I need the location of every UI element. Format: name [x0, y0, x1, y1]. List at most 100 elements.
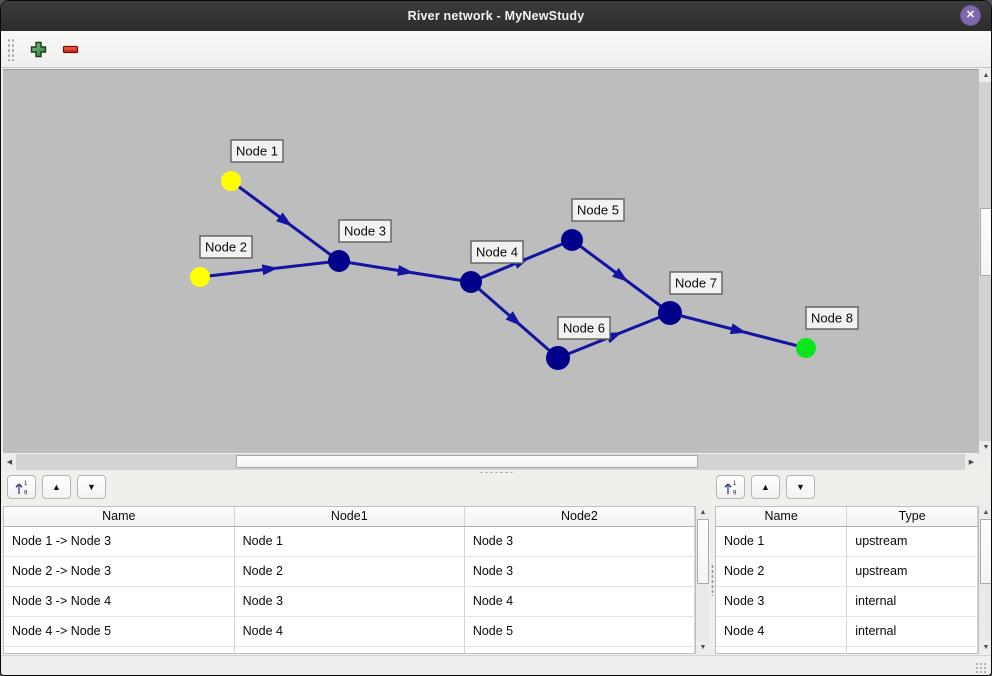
- splitter-dots: [479, 471, 513, 474]
- add-button[interactable]: [24, 35, 52, 63]
- table-cell[interactable]: Node 4: [716, 616, 848, 647]
- vertical-splitter[interactable]: [710, 506, 715, 654]
- table-cell[interactable]: Node 2: [234, 556, 465, 587]
- node-4[interactable]: [460, 271, 482, 293]
- svg-text:1: 1: [24, 481, 28, 487]
- column-header[interactable]: Name: [4, 507, 235, 527]
- canvas-vscroll-thumb[interactable]: [980, 208, 991, 276]
- table-cell[interactable]: Node 5: [464, 616, 695, 647]
- move-down-icon: ▼: [87, 482, 96, 492]
- green-plus-icon: [30, 41, 46, 57]
- move-up-button[interactable]: ▲: [42, 475, 71, 499]
- node-6[interactable]: [546, 346, 570, 370]
- node-2[interactable]: [190, 267, 210, 287]
- column-header[interactable]: Node2: [464, 507, 695, 527]
- node-5-label: Node 5: [571, 198, 625, 222]
- table-cell[interactable]: upstream: [846, 556, 978, 587]
- nodes-toolbar: 1 9 ▲ ▼: [716, 475, 815, 499]
- links-toolbar: 1 9 ▲ ▼: [7, 475, 106, 499]
- column-header[interactable]: Node1: [234, 507, 465, 527]
- table-cell[interactable]: Node 2: [716, 556, 848, 587]
- table-cell[interactable]: upstream: [846, 526, 978, 557]
- close-button[interactable]: ✕: [960, 5, 981, 26]
- scroll-up-icon[interactable]: ▲: [979, 69, 991, 82]
- node-1[interactable]: [221, 171, 241, 191]
- node-5[interactable]: [561, 229, 583, 251]
- remove-button[interactable]: [56, 35, 84, 63]
- table-cell[interactable]: Node 1 -> Node 3: [4, 526, 235, 557]
- flow-arrow-icon: [505, 311, 522, 326]
- toolbar: [1, 31, 991, 68]
- node-2-label: Node 2: [199, 235, 253, 259]
- links-vscroll-thumb[interactable]: [697, 519, 709, 584]
- node-7[interactable]: [658, 301, 682, 325]
- table-cell[interactable]: Node 3 -> Node 4: [4, 586, 235, 617]
- toolbar-grip-handle[interactable]: [7, 37, 14, 61]
- table-cell[interactable]: Node 1: [234, 526, 465, 557]
- canvas-hscroll-thumb[interactable]: [236, 455, 698, 468]
- canvas-vscrollbar[interactable]: ▲ ▼: [978, 69, 991, 454]
- horizontal-splitter[interactable]: [1, 470, 991, 475]
- sort-1-9-icon: 1 9: [724, 481, 737, 495]
- status-bar: [1, 655, 991, 675]
- scroll-left-icon[interactable]: ◀: [3, 454, 16, 470]
- sort-button[interactable]: 1 9: [716, 475, 745, 499]
- svg-text:Node 1: Node 1: [236, 144, 278, 159]
- svg-text:9: 9: [24, 490, 28, 495]
- scroll-down-icon[interactable]: ▼: [979, 441, 991, 454]
- move-down-button[interactable]: ▼: [786, 475, 815, 499]
- scroll-up-icon[interactable]: ▲: [696, 506, 710, 519]
- table-cell[interactable]: Node 3: [716, 586, 848, 617]
- column-header[interactable]: Name: [716, 507, 848, 527]
- red-minus-icon: [62, 45, 78, 53]
- move-up-button[interactable]: ▲: [751, 475, 780, 499]
- scroll-down-icon[interactable]: ▼: [979, 641, 991, 654]
- titlebar[interactable]: River network - MyNewStudy ✕: [1, 1, 991, 31]
- table-row-empty[interactable]: [4, 646, 695, 653]
- table-cell[interactable]: Node 1: [716, 526, 848, 557]
- table-cell[interactable]: Node 4: [464, 586, 695, 617]
- scroll-down-icon[interactable]: ▼: [696, 641, 710, 654]
- column-header[interactable]: Type: [846, 507, 978, 527]
- table-cell[interactable]: Node 4 -> Node 5: [4, 616, 235, 647]
- table-cell[interactable]: [716, 646, 848, 653]
- sort-button[interactable]: 1 9: [7, 475, 36, 499]
- resize-grip[interactable]: [975, 662, 987, 673]
- links-table-vscrollbar[interactable]: ▲ ▼: [695, 506, 710, 654]
- table-cell[interactable]: [234, 646, 465, 653]
- table-row-empty[interactable]: [716, 646, 978, 653]
- table-cell[interactable]: Node 3: [234, 586, 465, 617]
- move-down-button[interactable]: ▼: [77, 475, 106, 499]
- scroll-up-icon[interactable]: ▲: [979, 506, 991, 519]
- node-8[interactable]: [796, 338, 816, 358]
- table-cell[interactable]: Node 3: [464, 526, 695, 557]
- nodes-vscroll-thumb[interactable]: [980, 519, 991, 584]
- window-title: River network - MyNewStudy: [407, 9, 585, 23]
- canvas-hscrollbar[interactable]: ◀ ▶: [3, 454, 978, 470]
- table-cell[interactable]: [4, 646, 235, 653]
- move-up-icon: ▲: [52, 482, 61, 492]
- node-3[interactable]: [328, 250, 350, 272]
- table-cell[interactable]: Node 2 -> Node 3: [4, 556, 235, 587]
- table-cell[interactable]: [464, 646, 695, 653]
- nodes-table-vscrollbar[interactable]: ▲ ▼: [978, 506, 991, 654]
- table-cell[interactable]: internal: [846, 616, 978, 647]
- flow-arrow-icon: [612, 267, 629, 282]
- svg-text:9: 9: [733, 490, 737, 495]
- table-cell[interactable]: Node 3: [464, 556, 695, 587]
- flow-arrow-icon: [729, 323, 747, 335]
- table-cell[interactable]: Node 4: [234, 616, 465, 647]
- scroll-right-icon[interactable]: ▶: [965, 454, 978, 470]
- table-cell[interactable]: internal: [846, 586, 978, 617]
- table-cell[interactable]: [846, 646, 978, 653]
